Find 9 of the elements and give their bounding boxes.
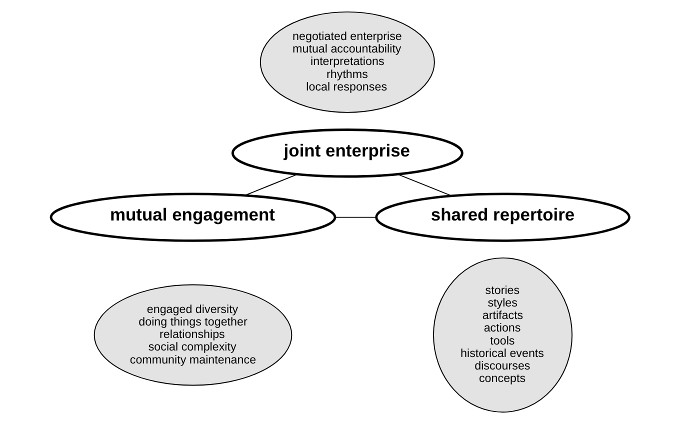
node-ellipse: shared repertoire [374,192,630,242]
node-ellipse: joint enterprise [230,128,463,178]
node-ellipse: negotiated enterprise mutual accountability interpretations rhythms local responses [259,11,434,113]
connector [244,174,298,196]
node-ellipse: stories styles artifacts actions tools historical events discourses concepts [432,257,572,413]
node-ellipse: engaged diversity doing things together relationships social complexity community maintenance [93,284,292,386]
node-ellipse: mutual engagement [49,192,336,242]
connector [396,174,452,196]
connector [334,216,376,218]
